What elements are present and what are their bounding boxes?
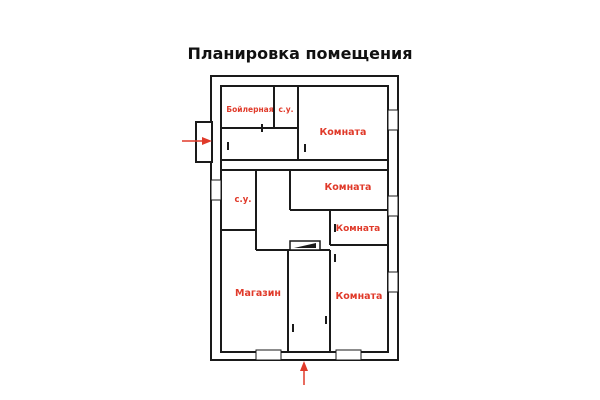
entrance-arrow-bottom	[300, 361, 308, 385]
inner-wall	[220, 85, 389, 353]
stairs-icon	[289, 240, 321, 251]
room-wc-top-label: с.у.	[278, 105, 293, 114]
outer-wall	[210, 75, 399, 361]
entrance-arrow-left	[182, 137, 212, 145]
room-mid-right-label: Комната	[325, 182, 372, 193]
windows	[210, 109, 399, 361]
room-top-right-label: Комната	[320, 127, 367, 138]
page-title: Планировка помещения	[187, 44, 413, 63]
room-shop-label: Магазин	[235, 288, 281, 299]
room-bottom-right-label: Комната	[336, 291, 383, 302]
room-boiler-label: Бойлерная	[226, 105, 273, 114]
room-small-right-label: Комната	[336, 224, 380, 234]
room-wc-left-label: с.у.	[234, 195, 251, 205]
